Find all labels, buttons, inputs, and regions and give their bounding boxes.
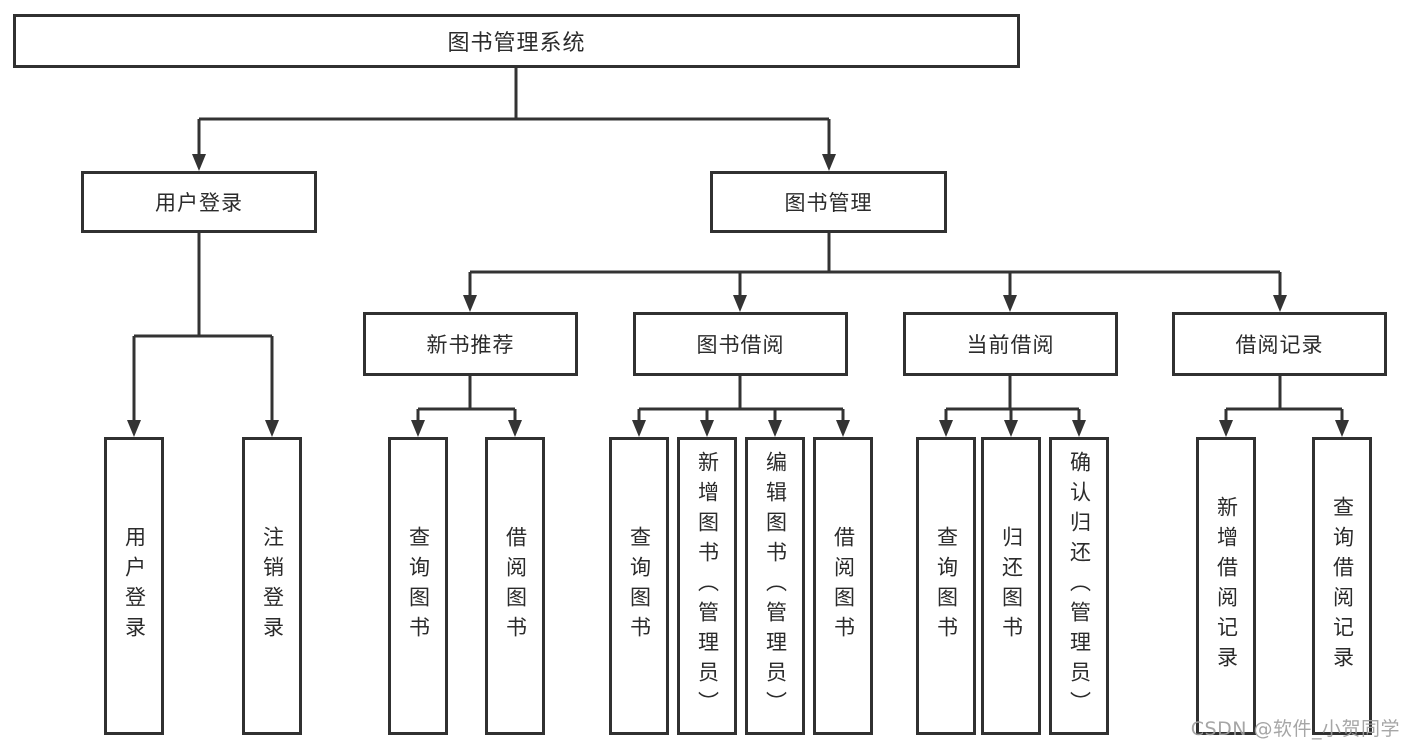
node-label: 查询图书: [627, 526, 652, 646]
leaf-add-borrow-record: 新增借阅记录: [1196, 437, 1256, 735]
node-label: 注销登录: [260, 526, 285, 646]
node-label: 当前借阅: [966, 333, 1055, 357]
leaf-query-books-1: 查询图书: [388, 437, 448, 735]
node-book-borrowing: 图书借阅: [633, 312, 848, 376]
node-label: 查询图书: [406, 526, 431, 646]
leaf-confirm-return-admin: 确认归还（管理员）: [1049, 437, 1109, 735]
node-label: 新增图书（管理员）: [695, 451, 720, 721]
arrowhead-icons: [127, 154, 1349, 437]
connector-segments: [132, 68, 1344, 432]
node-current-borrowing: 当前借阅: [903, 312, 1118, 376]
node-label: 图书管理系统: [447, 31, 586, 56]
leaf-query-borrow-record: 查询借阅记录: [1312, 437, 1372, 735]
leaf-edit-book-admin: 编辑图书（管理员）: [745, 437, 805, 735]
watermark: CSDN @软件_小贺同学: [1190, 718, 1400, 740]
node-label: 借阅图书: [831, 526, 856, 646]
node-label: 借阅图书: [503, 526, 528, 646]
node-user-login: 用户登录: [81, 171, 317, 233]
node-label: 用户登录: [122, 526, 147, 646]
node-label: 归还图书: [999, 526, 1024, 646]
node-label: 确认归还（管理员）: [1067, 451, 1092, 721]
node-label: 图书管理: [784, 191, 873, 215]
leaf-borrow-books-1: 借阅图书: [485, 437, 545, 735]
node-label: 查询借阅记录: [1330, 496, 1355, 676]
node-label: 新增借阅记录: [1214, 496, 1239, 676]
node-label: 新书推荐: [426, 333, 515, 357]
leaf-query-books-3: 查询图书: [916, 437, 976, 735]
node-label: 编辑图书（管理员）: [763, 451, 788, 721]
node-new-book-recommend: 新书推荐: [363, 312, 578, 376]
node-label: 图书借阅: [696, 333, 785, 357]
node-label: 借阅记录: [1235, 333, 1324, 357]
leaf-return-book: 归还图书: [981, 437, 1041, 735]
leaf-user-login: 用户登录: [104, 437, 164, 735]
node-label: 用户登录: [155, 191, 243, 215]
node-root: 图书管理系统: [13, 14, 1020, 68]
leaf-logout: 注销登录: [242, 437, 302, 735]
node-borrowing-records: 借阅记录: [1172, 312, 1387, 376]
node-book-management: 图书管理: [710, 171, 947, 233]
node-label: 查询图书: [934, 526, 959, 646]
leaf-query-books-2: 查询图书: [609, 437, 669, 735]
leaf-borrow-books-2: 借阅图书: [813, 437, 873, 735]
leaf-add-book-admin: 新增图书（管理员）: [677, 437, 737, 735]
